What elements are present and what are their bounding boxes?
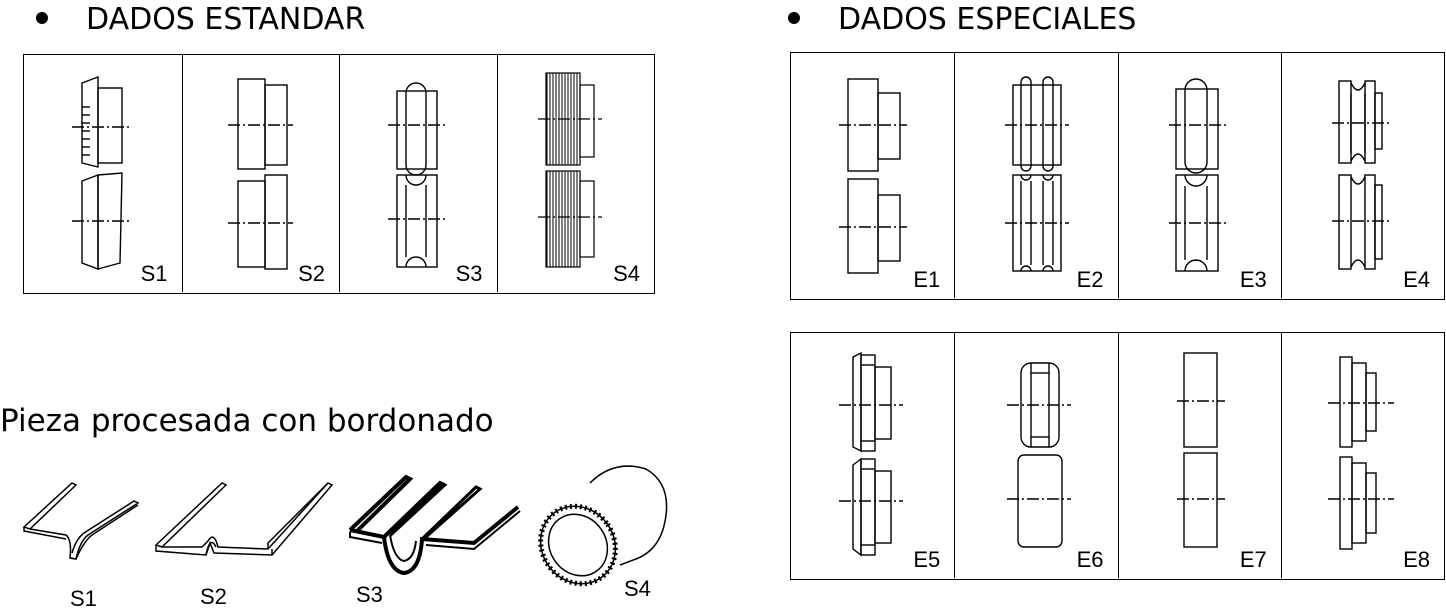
die-cell-e5: E5 [791, 333, 954, 578]
die-label: S1 [140, 261, 168, 286]
die-cell-e6: E6 [954, 333, 1117, 578]
die-cell-e4: E4 [1280, 53, 1444, 298]
die-cell-s2: S2 [181, 55, 340, 292]
die-label: S3 [455, 261, 483, 286]
die-cell-e8: E8 [1280, 333, 1444, 578]
piece-s4-icon [538, 465, 668, 587]
die-label: E1 [913, 267, 941, 292]
die-label: E2 [1076, 267, 1104, 292]
die-label: S4 [613, 261, 640, 286]
die-e4-icon [1331, 80, 1390, 270]
heading-standard-dies: DADOS ESTANDAR [36, 2, 365, 38]
die-e2-icon [1005, 76, 1070, 272]
special-dies-table-row2: E5 E6 E7 [790, 332, 1445, 580]
die-cell-s1: S1 [24, 55, 182, 292]
piece-s1-icon [22, 482, 140, 560]
standard-dies-table: S1 S2 S3 [23, 54, 655, 294]
piece-s2-icon [154, 482, 334, 556]
heading-special-text: DADOS ESPECIALES [838, 2, 1137, 37]
die-cell-e2: E2 [954, 53, 1117, 298]
heading-processed-pieces: Pieza procesada con bordonado [0, 403, 494, 439]
processed-pieces: S1 S2 S3 S4 [10, 455, 710, 612]
die-label: S2 [298, 261, 325, 286]
piece-s3-icon [348, 474, 521, 576]
piece-label: S4 [624, 576, 651, 601]
die-cell-e1: E1 [791, 53, 954, 298]
die-e8-icon [1327, 356, 1394, 550]
die-s4-icon [537, 72, 602, 268]
heading-standard-text: DADOS ESTANDAR [86, 2, 366, 37]
die-e7-icon [1176, 352, 1225, 548]
piece-label: S1 [70, 586, 97, 611]
die-label: E8 [1403, 547, 1430, 572]
piece-label: S3 [356, 582, 383, 607]
die-label: E4 [1403, 267, 1430, 292]
bullet-icon [36, 11, 48, 24]
die-label: E7 [1239, 547, 1267, 572]
bullet-icon [788, 11, 800, 24]
die-label: E5 [913, 547, 941, 572]
die-e3-icon [1168, 78, 1227, 272]
die-cell-s4: S4 [496, 55, 655, 292]
die-s3-icon [388, 82, 446, 268]
die-label: E3 [1239, 267, 1267, 292]
die-s1-icon [72, 75, 130, 271]
die-e5-icon [839, 351, 903, 557]
die-cell-e7: E7 [1117, 333, 1281, 578]
special-dies-table-row1: E1 E2 E3 [790, 52, 1445, 300]
die-cell-s3: S3 [339, 55, 497, 292]
die-e1-icon [839, 78, 907, 274]
die-e6-icon [1007, 362, 1072, 548]
die-cell-e3: E3 [1117, 53, 1281, 298]
die-s2-icon [227, 78, 293, 270]
heading-special-dies: DADOS ESPECIALES [788, 2, 1136, 38]
die-label: E6 [1076, 547, 1104, 572]
piece-label: S2 [200, 584, 227, 609]
